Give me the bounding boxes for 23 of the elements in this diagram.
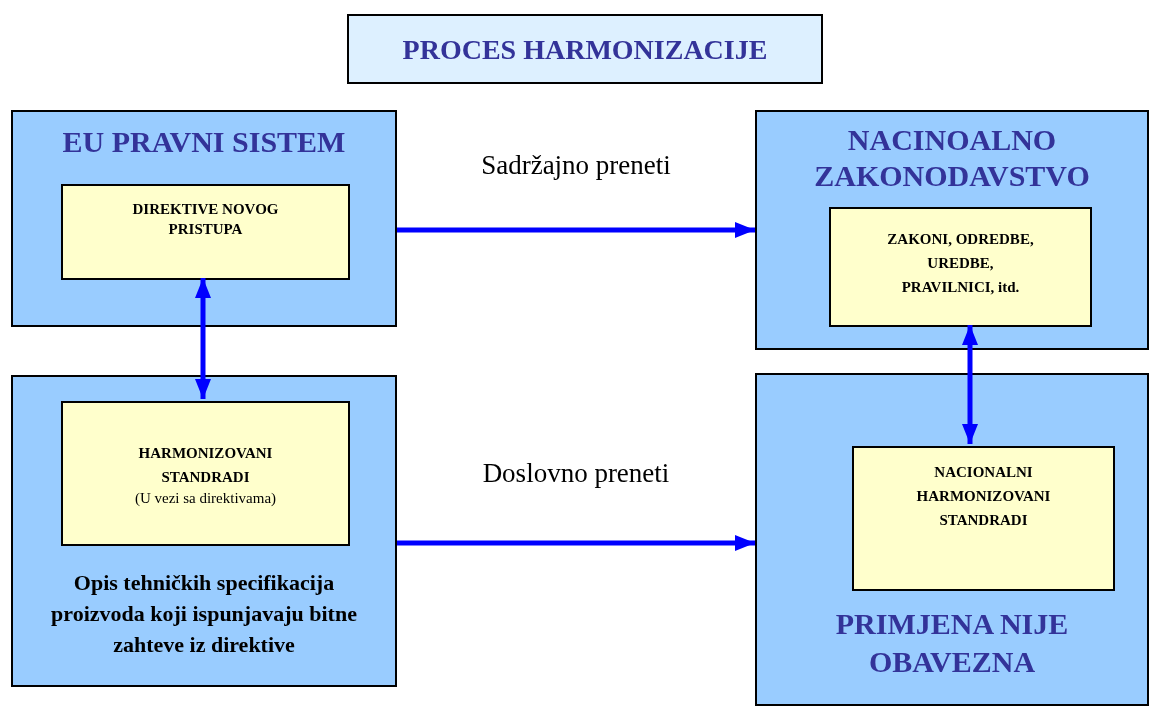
box-text: NACIONALNI HARMONIZOVANI STANDRADI	[915, 463, 1052, 530]
box-text: HARMONIZOVANI STANDRADI	[137, 444, 274, 487]
group-box	[755, 373, 1149, 706]
group-box	[755, 110, 1149, 350]
box-text: DIREKTIVE NOVOG PRISTUPA	[131, 200, 280, 239]
arrow	[397, 222, 755, 238]
arrow	[962, 325, 978, 444]
process-box	[829, 207, 1092, 327]
process-box	[61, 184, 350, 280]
arrow	[397, 535, 755, 551]
title-box	[347, 14, 823, 84]
group-heading: EU PRAVNI SISTEM	[61, 124, 347, 160]
process-box	[61, 401, 350, 546]
box-note: (U vezi sa direktivama)	[133, 489, 278, 507]
title-text: PROCES HARMONIZACIJE	[401, 33, 769, 67]
description-text: Opis tehničkih specifikacija proizvoda koji ispunjavaju bitne zahteve iz direktive	[50, 569, 358, 659]
process-box	[852, 446, 1115, 591]
box-text: ZAKONI, ODREDBE, UREDBE, PRAVILNICI, itd.	[886, 230, 1035, 297]
group-box	[11, 110, 397, 327]
group-heading: PRIMJENA NIJE OBAVEZNA	[834, 606, 1070, 680]
group-box	[11, 375, 397, 687]
group-heading: NACINOALNO ZAKONODAVSTVO	[813, 122, 1091, 194]
arrow	[195, 278, 211, 399]
